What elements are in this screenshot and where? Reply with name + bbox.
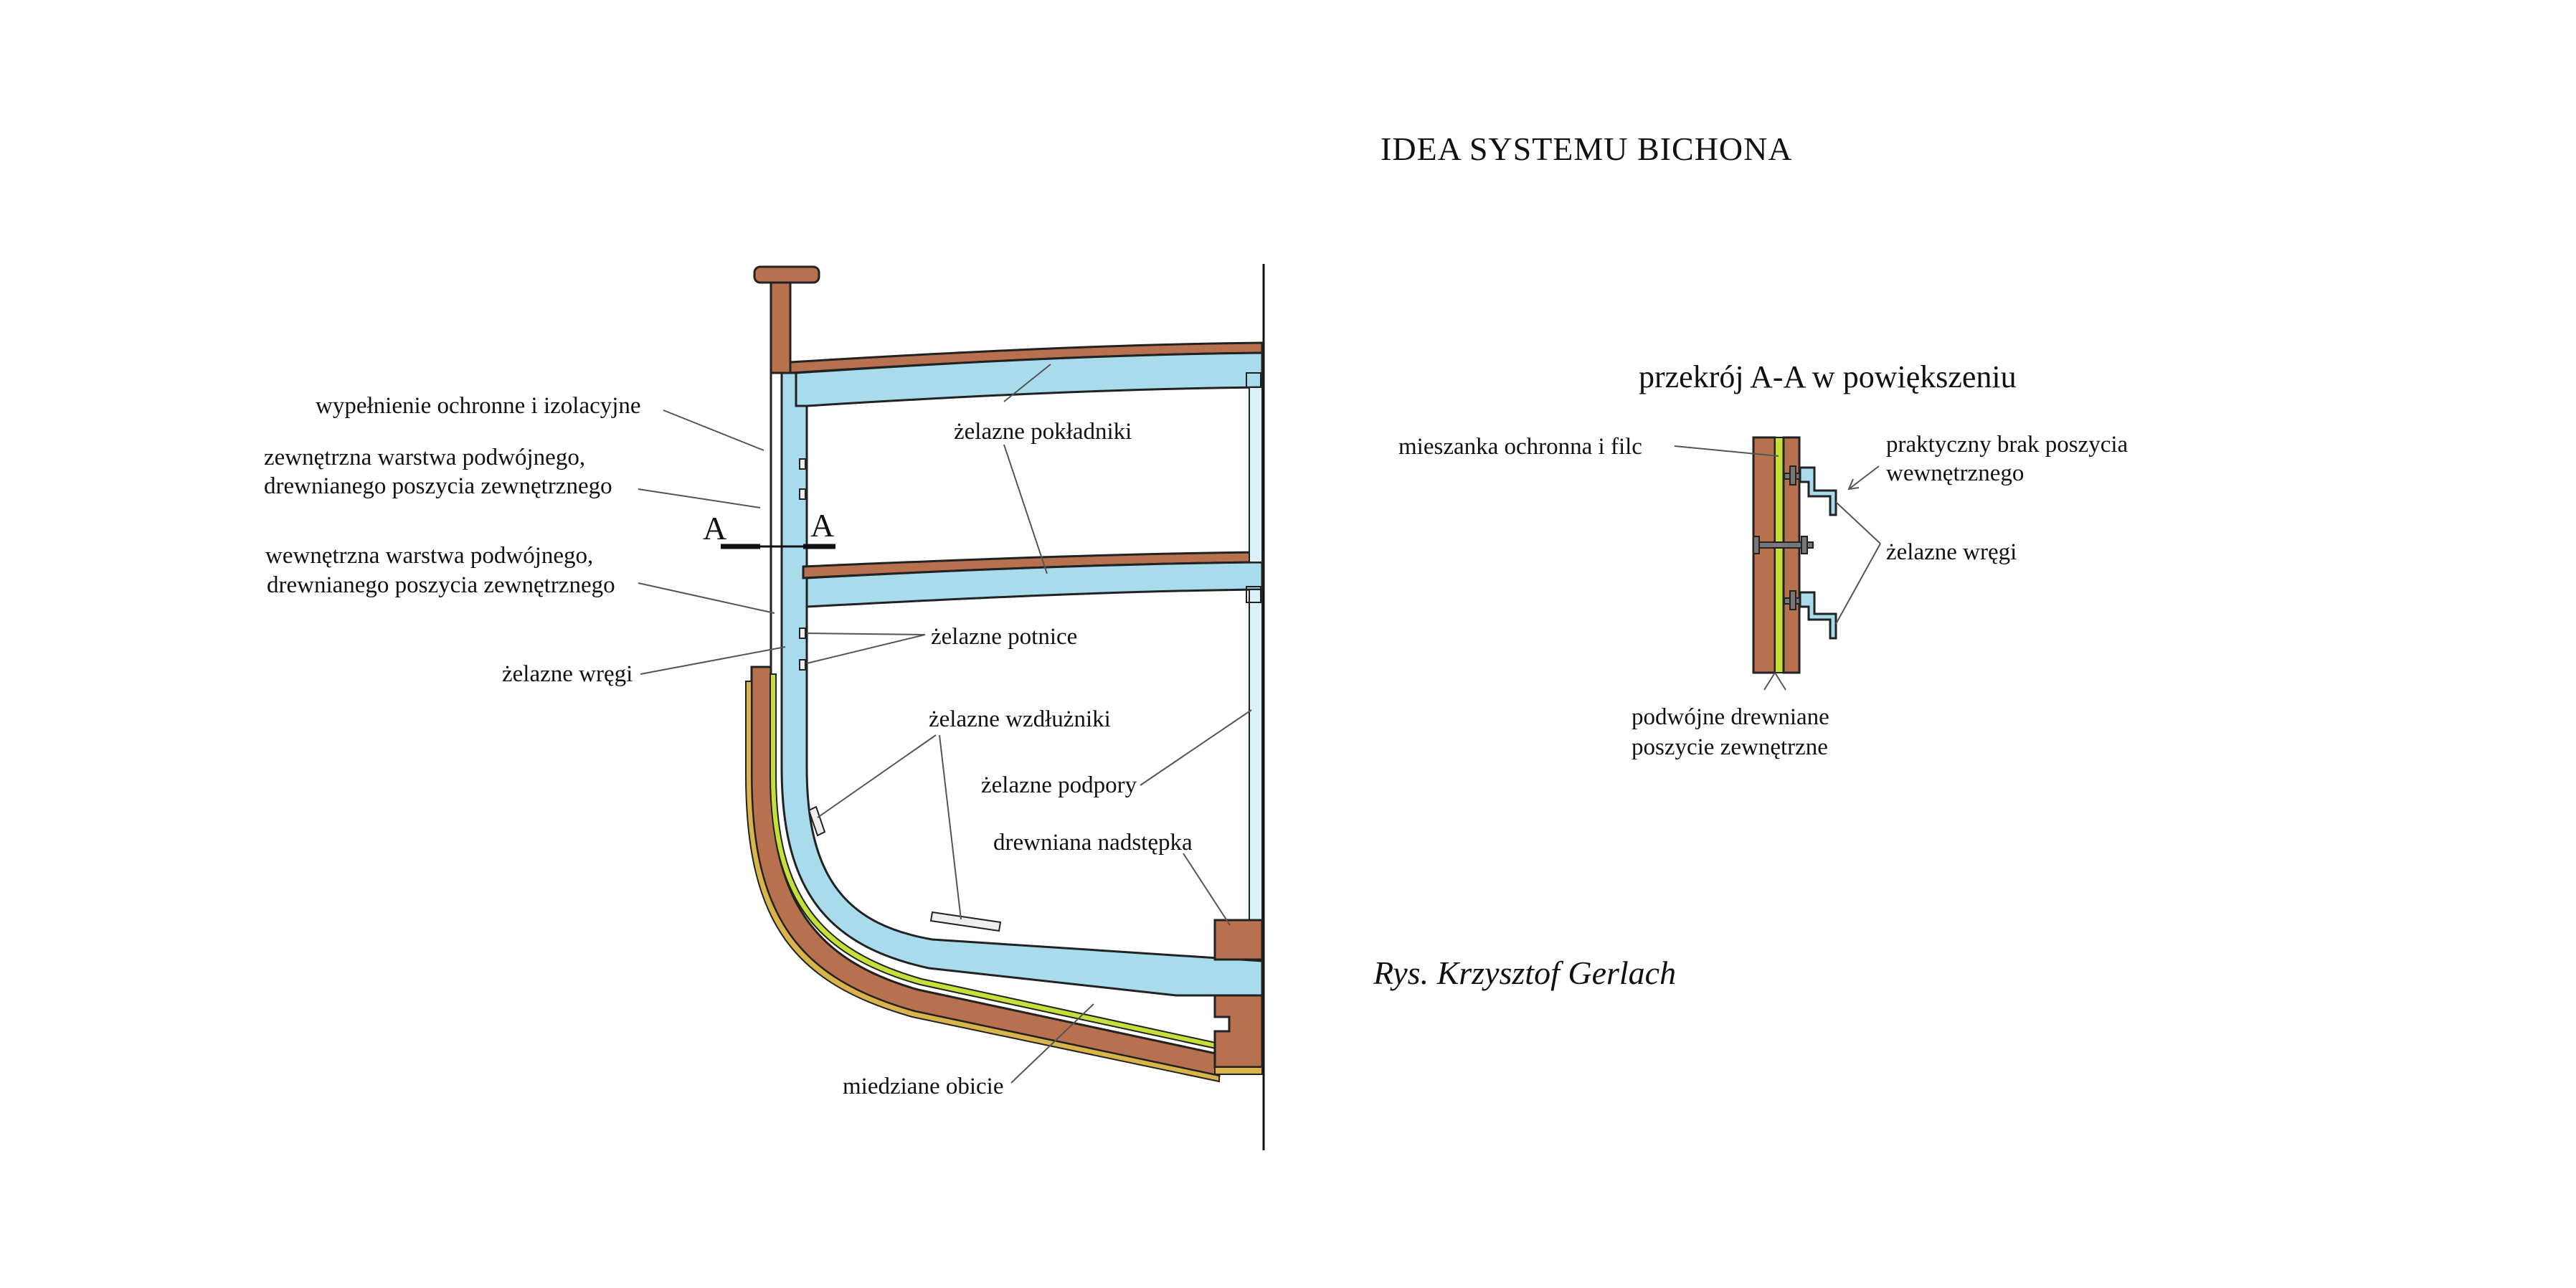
label-keelson: drewniana nadstępka (993, 830, 1193, 856)
diagram-title: IDEA SYSTEMU BICHONA (1381, 131, 1793, 167)
iron-frame (780, 371, 1264, 997)
detail-section (1752, 436, 1837, 674)
pillar-lower (1249, 589, 1263, 926)
detail-iron-frame (1799, 591, 1837, 640)
detail-label-frames: żelazne wręgi (1886, 539, 2017, 565)
stringer-clip (799, 659, 806, 671)
label-inner-layer-2: drewnianego poszycia zewnętrznego (267, 572, 615, 598)
detail-leader-lines (1674, 445, 1881, 691)
label-outer-layer-2: drewnianego poszycia zewnętrznego (264, 473, 612, 499)
label-longitudinals: żelazne wzdłużniki (929, 706, 1111, 732)
label-frames: żelazne wręgi (502, 661, 633, 687)
detail-label-double-2: poszycie zewnętrzne (1632, 734, 1828, 760)
label-outer-layer-1: zewnętrzna warstwa podwójnego, (264, 445, 585, 470)
section-title: przekrój A-A w powiększeniu (1639, 359, 2017, 394)
hull-section: A A (703, 264, 1265, 1150)
keelson (1213, 919, 1264, 961)
detail-label-mix: mieszanka ochronna i filc (1398, 434, 1642, 460)
leader-lines (638, 364, 1252, 1084)
longitudinal (808, 805, 826, 837)
label-inner-layer-1: wewnętrzna warstwa podwójnego, (265, 543, 593, 569)
stringer-clip (799, 628, 806, 639)
keel (1213, 994, 1264, 1069)
detail-labels: mieszanka ochronna i filc praktyczny bra… (1398, 432, 2128, 760)
label-filling: wypełnienie ochronne i izolacyjne (316, 393, 641, 419)
detail-label-no-inner-2: wewnętrznego (1886, 460, 2024, 486)
hull-labels: wypełnienie ochronne i izolacyjne zewnęt… (264, 393, 1193, 1099)
copper-sheathing (745, 681, 1220, 1083)
detail-outer-planking (1752, 436, 1776, 674)
label-pillars: żelazne podpory (981, 772, 1137, 798)
rail-cap (753, 265, 820, 284)
bulwark-post (770, 281, 792, 374)
bolt (1784, 590, 1814, 610)
detail-felt (1774, 437, 1784, 673)
label-deck-beams: żelazne pokładniki (954, 419, 1132, 445)
section-mark-left: A (703, 510, 726, 546)
pillar-upper (1249, 387, 1263, 563)
detail-iron-frame (1799, 466, 1837, 516)
stringer-clip (799, 458, 806, 470)
label-stringers: żelazne potnice (931, 624, 1077, 650)
drawing-credit: Rys. Krzysztof Gerlach (1373, 955, 1676, 991)
section-mark-right: A (810, 507, 834, 544)
detail-inner-planking (1782, 436, 1801, 674)
longitudinal (929, 911, 1002, 932)
keel-copper (1214, 1066, 1263, 1075)
stringer-clip (799, 488, 806, 500)
detail-label-double-1: podwójne drewniane (1632, 704, 1829, 730)
bolt (1753, 536, 1814, 554)
detail-label-no-inner-1: praktyczny brak poszycia (1886, 432, 2128, 458)
label-copper: miedziane obicie (843, 1074, 1003, 1099)
